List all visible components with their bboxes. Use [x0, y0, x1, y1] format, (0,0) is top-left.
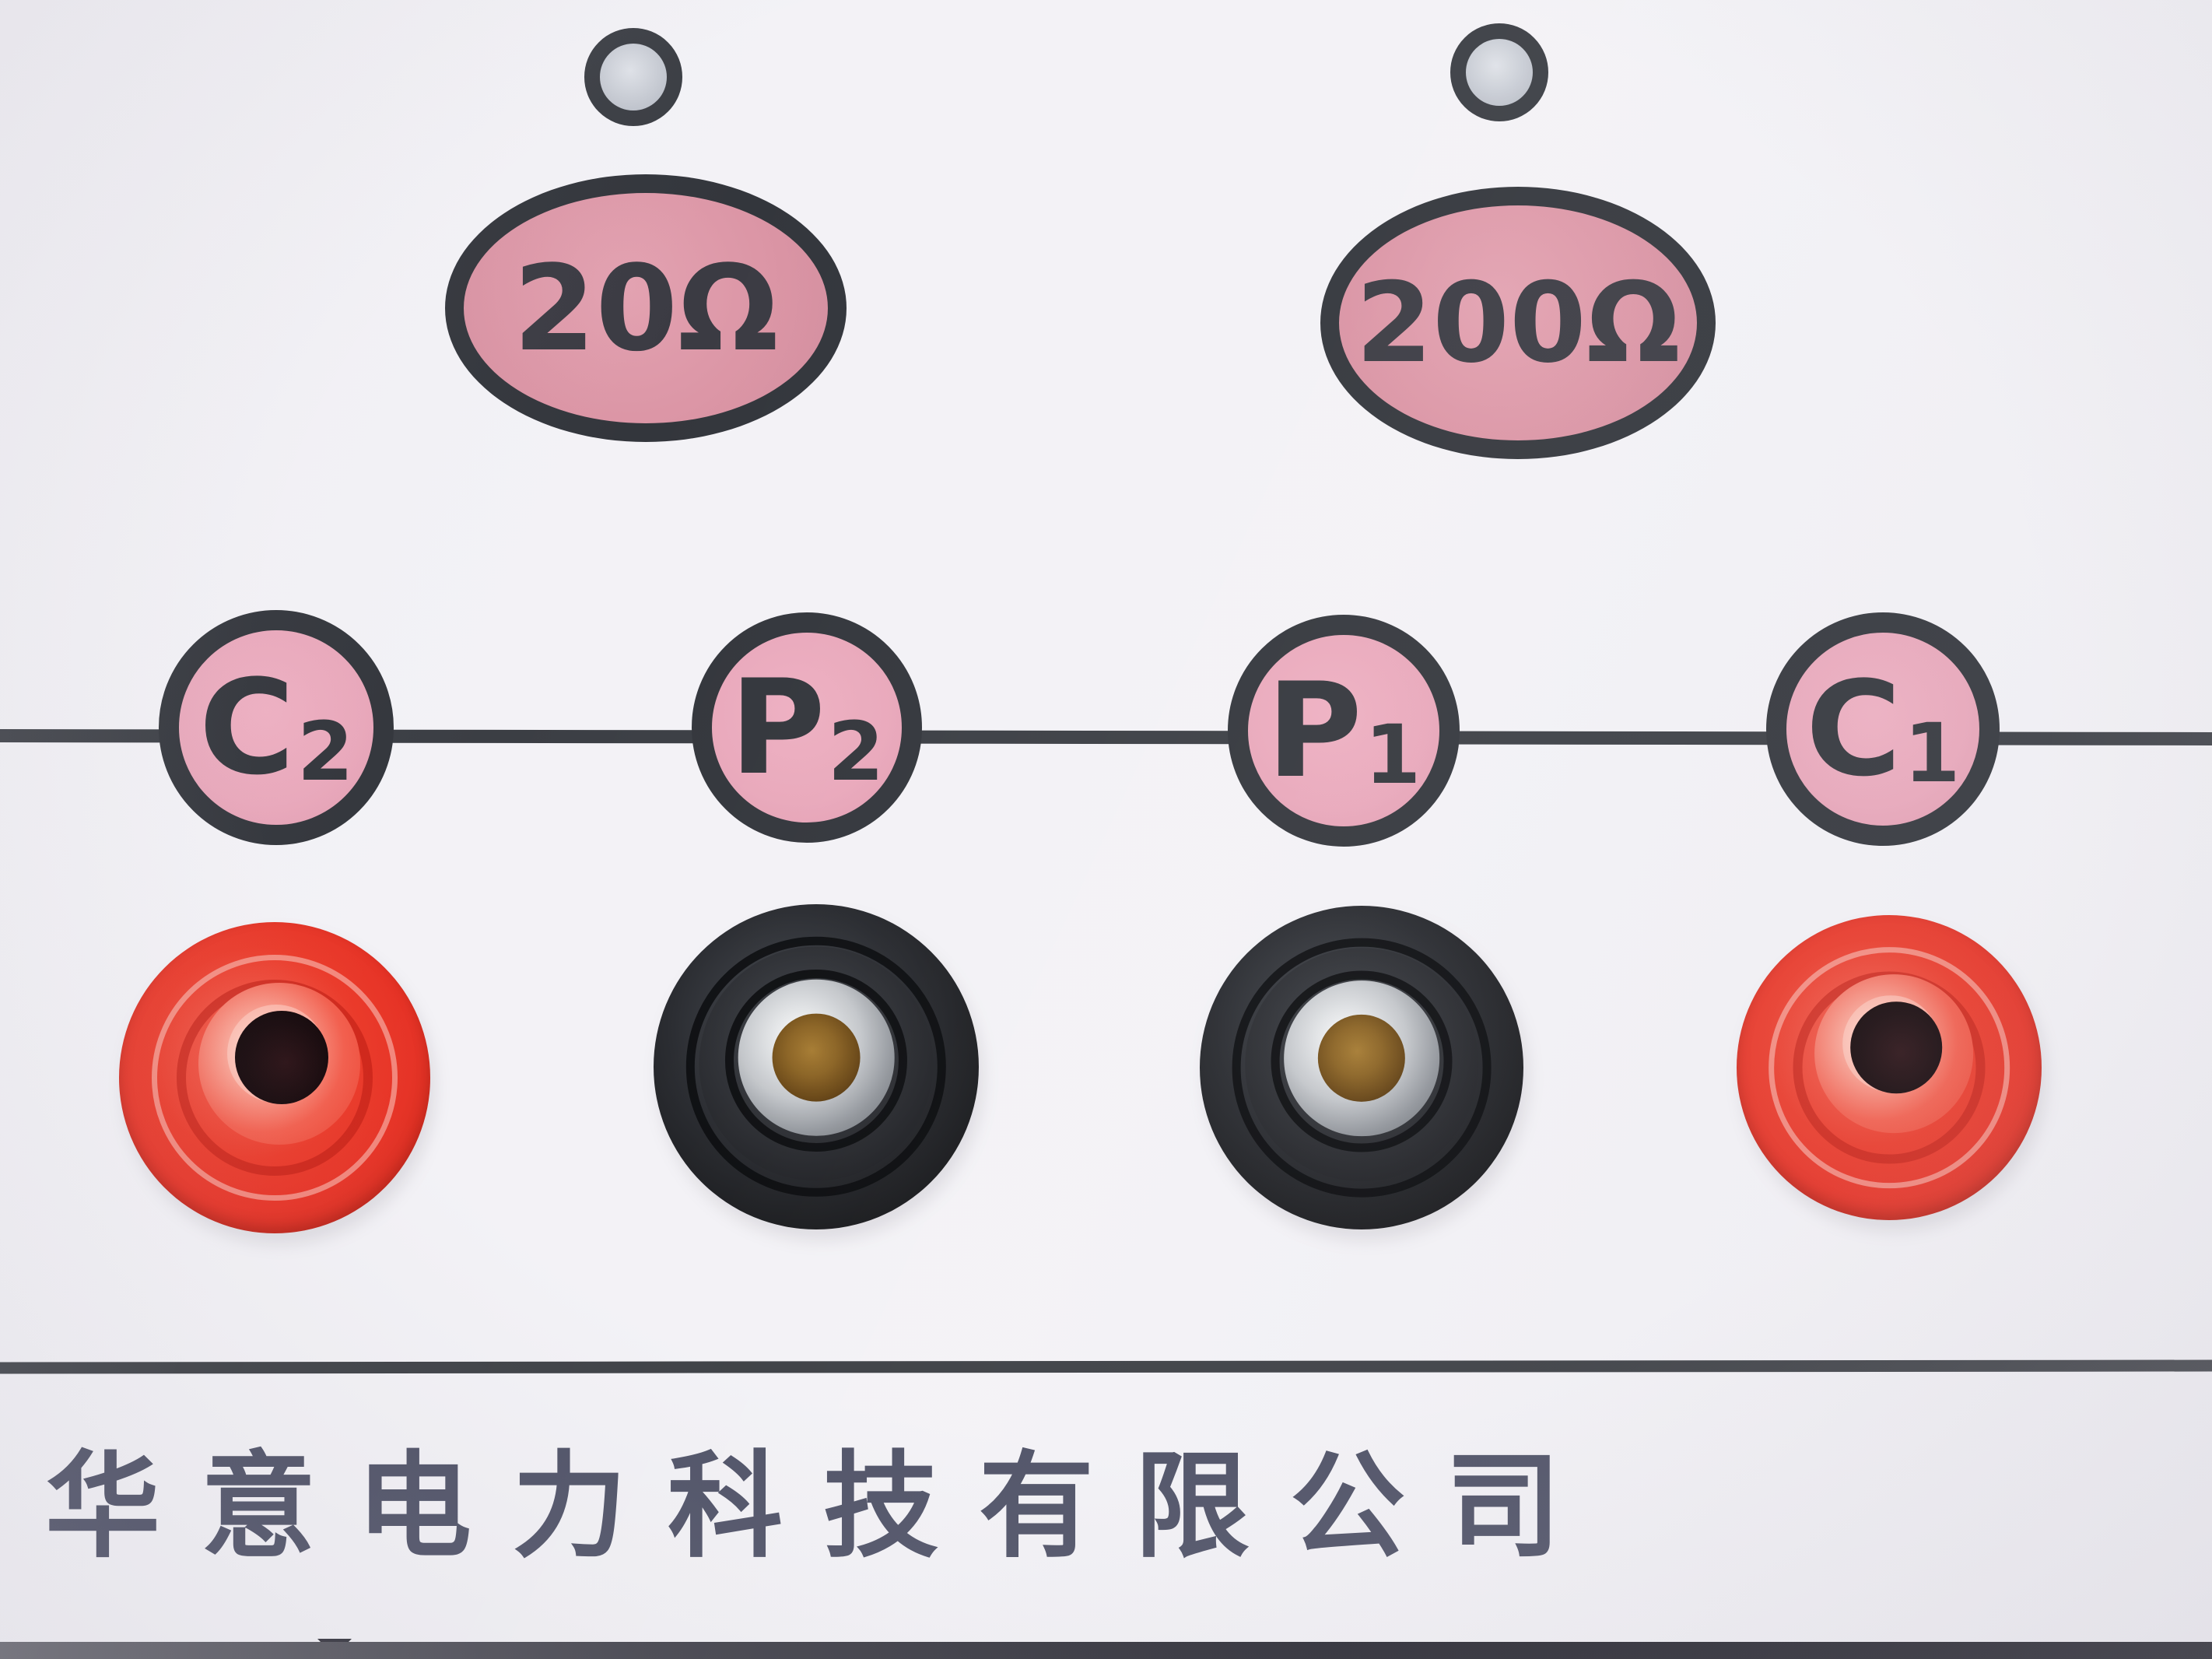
terminal-label-c1-sub: 1	[1903, 706, 1961, 801]
terminal-label-p2-main: P	[729, 651, 826, 804]
range-badge-20ohm-label: 20Ω	[513, 239, 779, 377]
banana-jack-c2-red[interactable]	[119, 922, 430, 1233]
terminal-label-p1-sub: 1	[1364, 707, 1421, 803]
banana-jack-p2-black[interactable]	[654, 904, 979, 1229]
panel-divider-line	[0, 1359, 2212, 1374]
banana-jack-c1-red[interactable]	[1737, 915, 2042, 1220]
range-badge-200ohm-label: 200Ω	[1355, 258, 1681, 388]
terminal-label-p1-main: P	[1266, 654, 1362, 807]
terminal-label-c2-sub: 2	[296, 704, 354, 800]
jack-highlight-ring	[1769, 947, 2010, 1188]
jack-socket-hole	[1317, 1014, 1406, 1103]
banana-jack-p1-black[interactable]	[1200, 906, 1523, 1229]
range-200-indicator-led	[1450, 23, 1548, 121]
terminal-label-c1-main: C	[1805, 653, 1902, 805]
jack-groove-ring	[685, 936, 947, 1198]
terminal-label-c2-main: C	[198, 651, 295, 804]
jack-inner-groove-ring	[1271, 970, 1453, 1152]
range-badge-200ohm: 200Ω	[1320, 187, 1716, 459]
terminal-label-p2-sub: 2	[827, 704, 885, 800]
jack-inner-groove-ring	[724, 969, 908, 1152]
jack-socket-hole	[235, 1011, 328, 1104]
range-badge-20ohm: 20Ω	[445, 174, 847, 442]
jack-socket-hole	[1850, 1001, 1942, 1093]
jack-socket-hole	[772, 1013, 861, 1102]
jack-highlight-ring	[152, 955, 398, 1201]
company-name: 华意电力科技有限公司	[45, 1440, 1601, 1573]
panel-bottom-edge	[0, 1642, 2212, 1659]
jack-groove-ring	[1232, 938, 1492, 1198]
range-20-indicator-led	[584, 28, 682, 126]
